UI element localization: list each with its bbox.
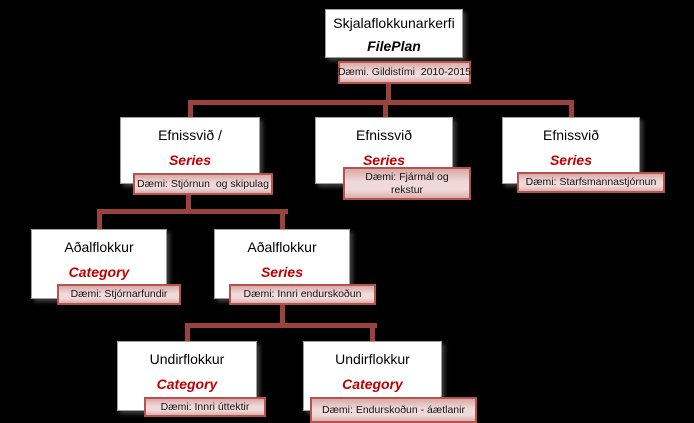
connector-drop-series2 xyxy=(383,100,388,118)
connector-drop-series3 xyxy=(569,100,574,118)
example-label-sub2: Dæmi: Endurskoðun - áætlanir xyxy=(310,397,477,423)
node-type-label: Series xyxy=(168,152,212,169)
connector-category2-stem xyxy=(280,305,285,326)
example-label-series2: Dæmi: Fjármál og rekstur xyxy=(343,167,471,200)
node-title: Aðalflokkur xyxy=(247,239,317,255)
node-title: Undirflokkur xyxy=(149,351,225,367)
connector-level3-horizontal xyxy=(185,323,377,328)
connector-level1-horizontal xyxy=(188,100,574,105)
node-type-label: Series xyxy=(549,152,593,169)
example-label-fileplan: Dæmi. Gildistími 2010-2015 xyxy=(338,61,471,84)
node-title: Undirflokkur xyxy=(335,351,410,367)
example-label-sub1: Dæmi: Innri úttektir xyxy=(144,397,266,417)
node-type-label: Series xyxy=(362,152,406,169)
node-title: Efnissvið / xyxy=(158,127,222,143)
node-type-label: Category xyxy=(342,376,403,393)
connector-drop-sub1 xyxy=(185,323,190,342)
node-title: Aðalflokkur xyxy=(64,239,134,255)
connector-drop-sub2 xyxy=(370,323,375,342)
node-series1: Efnissvið / Series xyxy=(120,117,260,184)
example-label-series1: Dæmi: Stjórnun og skipulag xyxy=(133,173,273,195)
node-title: Efnissvið xyxy=(542,127,600,143)
connector-series1-stem xyxy=(186,195,191,212)
node-type-label: Series xyxy=(260,264,304,281)
example-label-series3: Dæmi: Starfsmannastjórnun xyxy=(517,172,665,193)
connector-drop-series1 xyxy=(188,100,193,118)
node-fileplan: Skjalaflokkunarkerfi FilePlan xyxy=(325,9,463,58)
connector-root-stem xyxy=(386,83,391,105)
example-label-category1: Dæmi: Stjórnarfundir xyxy=(57,284,181,305)
connector-drop-category1 xyxy=(97,209,102,230)
example-label-category2: Dæmi: Innri endurskoðun xyxy=(229,284,376,305)
node-type-label: FilePlan xyxy=(367,38,421,55)
connector-level2-horizontal xyxy=(97,209,288,214)
connector-drop-category2 xyxy=(280,209,285,230)
node-type-label: Category xyxy=(68,264,130,281)
node-type-label: Category xyxy=(156,376,218,393)
node-title: Skjalaflokkunarkerfi xyxy=(333,15,455,31)
node-title: Efnissvið xyxy=(355,127,413,143)
